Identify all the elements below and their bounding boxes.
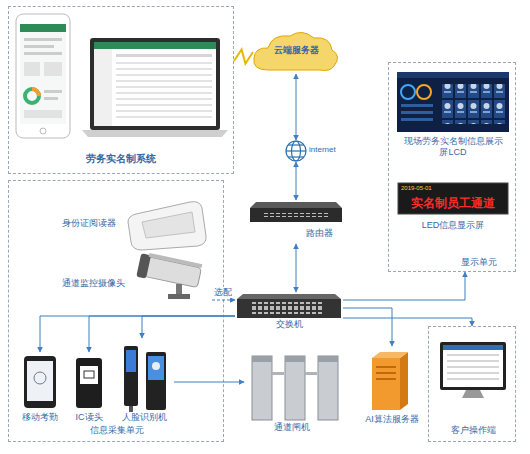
- connector-line: [174, 382, 244, 383]
- lcd-screen: 现场劳务实名制信息展示屏LCD: [396, 70, 510, 178]
- connector-line: [296, 74, 297, 140]
- connector-line: [142, 316, 235, 338]
- node-label: 客户操作端: [429, 425, 517, 436]
- screen-text: 实名制员工通道: [398, 197, 508, 210]
- mobile-terminal-illustration: [24, 356, 56, 408]
- id-reader-illustration: [128, 202, 206, 250]
- camera-illustration: [136, 251, 202, 299]
- ai-server: AI算法服务器: [360, 346, 424, 430]
- connector-line: [343, 318, 472, 326]
- node-label: 人脸识别机: [114, 412, 174, 423]
- node-label: AI算法服务器: [360, 414, 424, 425]
- router-device: 路由器: [250, 200, 342, 244]
- system-group: 劳务实名制系统: [8, 6, 234, 174]
- node-label: 路由器: [296, 228, 342, 239]
- node-label: 云端服务器: [253, 45, 339, 56]
- connector-line: [343, 308, 392, 346]
- turnstile-gate: 通道闸机: [244, 348, 340, 434]
- node-label: 信息采集单元: [65, 425, 169, 436]
- connector-line: [343, 272, 465, 300]
- monitor-illustration: [440, 342, 506, 398]
- mobile-terminal: 移动考勤: [16, 352, 64, 426]
- internet-globe: internet: [285, 140, 349, 162]
- ic-reader-illustration: [76, 358, 102, 408]
- node-label: 移动考勤: [16, 412, 64, 423]
- phone-illustration: [16, 14, 70, 138]
- connector-line: [89, 316, 235, 352]
- router-illustration: [250, 202, 342, 222]
- lcd-screen-illustration: [397, 72, 509, 132]
- edge-label: 选配: [214, 287, 232, 298]
- node-label: LED信息显示屏: [396, 220, 510, 231]
- connector-line: [40, 316, 235, 352]
- collection-group: 信息采集单元身份证阅读器通道监控摄像头移动考勤IC读头人脸识别机: [8, 180, 224, 442]
- node-label: 劳务实名制系统: [59, 153, 183, 165]
- laptop-illustration: [82, 38, 228, 137]
- connector-line: [296, 244, 297, 292]
- node-label: internet: [309, 145, 349, 155]
- turnstile-illustration: [252, 356, 338, 420]
- node-label: IC读头: [66, 412, 112, 423]
- connector-line: [296, 162, 297, 200]
- node-label: 交换机: [263, 319, 315, 330]
- node-label: 通道监控摄像头: [62, 278, 138, 289]
- switch-illustration: [237, 294, 341, 318]
- globe-icon: [286, 141, 306, 161]
- id-reader: 身份证阅读器: [62, 194, 214, 250]
- client-group: 客户操作端: [428, 326, 516, 442]
- ic-reader: IC读头: [66, 352, 112, 426]
- face-terminal-illustration: [124, 346, 166, 412]
- network-switch: 交换机: [235, 292, 343, 332]
- node-label: 现场劳务实名制信息展示屏LCD: [402, 136, 504, 158]
- surveillance-camera: 通道监控摄像头: [62, 254, 212, 308]
- node-label: 通道闸机: [258, 422, 326, 433]
- led-screen-illustration: [398, 183, 508, 214]
- face-terminal: 人脸识别机: [114, 338, 174, 426]
- display-group: 显示单元 现场劳务实名制信息展示屏LCD LED信息显示屏: [388, 62, 516, 272]
- cloud-server: 云端服务器: [253, 30, 339, 74]
- screen-text: 2019-05-01: [401, 185, 471, 192]
- server-illustration: [372, 352, 408, 410]
- node-label: 身份证阅读器: [62, 218, 126, 229]
- node-label: 显示单元: [445, 257, 513, 268]
- connector-line: [234, 49, 253, 63]
